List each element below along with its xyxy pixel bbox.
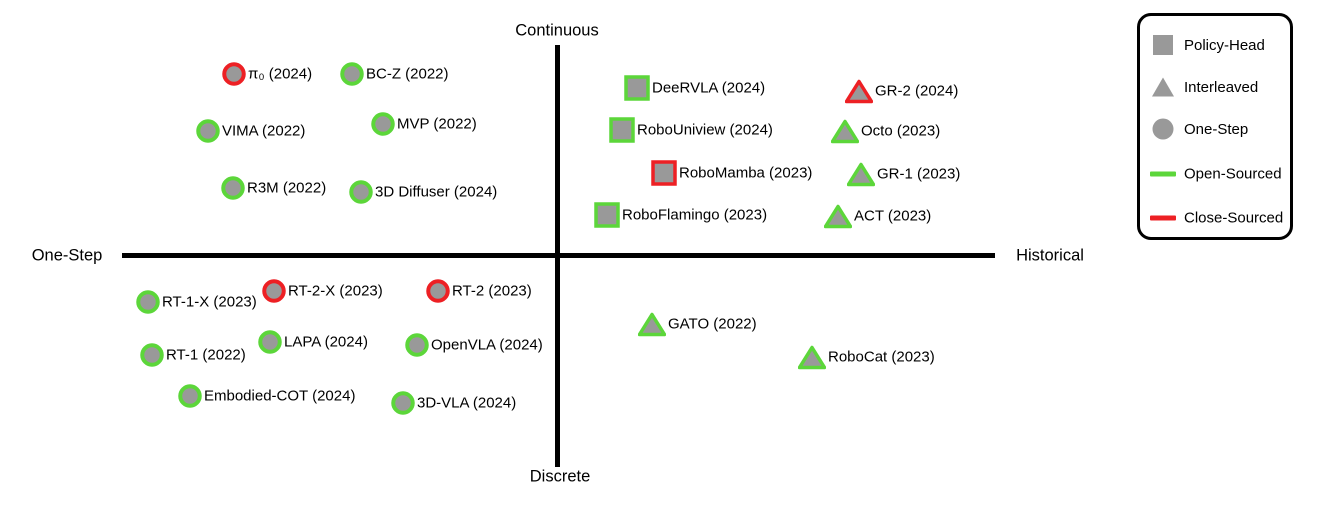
data-point-label: Embodied-COT (2024) — [204, 387, 356, 405]
legend-label-close-sourced: Close-Sourced — [1184, 209, 1284, 227]
circle-marker-icon — [391, 391, 415, 415]
circle-marker-icon — [349, 180, 373, 204]
legend-label-interleaved: Interleaved — [1184, 78, 1259, 96]
data-point-label: π₀ (2024) — [248, 65, 313, 83]
square-marker-icon — [651, 160, 677, 186]
interleaved-triangle-icon — [1148, 77, 1178, 97]
legend-label-open-sourced: Open-Sourced — [1184, 165, 1282, 183]
legend-item-one-step: One-Step — [1148, 118, 1248, 140]
square-marker-icon — [609, 117, 635, 143]
axis-label-one-step: One-Step — [31, 246, 103, 265]
legend-item-open-sourced: Open-Sourced — [1148, 166, 1282, 183]
triangle-marker-icon — [824, 204, 852, 228]
data-point-label: GR-2 (2024) — [875, 82, 959, 100]
data-point-label: RT-1 (2022) — [166, 346, 246, 364]
triangle-marker-icon — [845, 79, 873, 103]
data-point-label: RoboFlamingo (2023) — [622, 206, 768, 224]
data-point-label: GATO (2022) — [668, 315, 757, 333]
data-point-label: GR-1 (2023) — [877, 165, 961, 183]
circle-marker-icon — [405, 333, 429, 357]
circle-marker-icon — [371, 112, 395, 136]
circle-marker-icon — [258, 330, 282, 354]
policy-head-square-icon — [1148, 34, 1178, 56]
axis-label-continuous: Continuous — [515, 21, 599, 40]
data-point-label: RoboCat (2023) — [828, 348, 935, 366]
close-sourced-swatch — [1148, 215, 1178, 221]
data-point-label: R3M (2022) — [247, 179, 327, 197]
legend-item-close-sourced: Close-Sourced — [1148, 210, 1283, 227]
circle-marker-icon — [140, 343, 164, 367]
legend-item-interleaved: Interleaved — [1148, 77, 1258, 97]
data-point-label: Octo (2023) — [861, 122, 941, 140]
data-point-label: 3D Diffuser (2024) — [375, 183, 498, 201]
data-point-label: RT-2-X (2023) — [288, 282, 383, 300]
data-point-label: RoboMamba (2023) — [679, 164, 813, 182]
legend-label-one-step: One-Step — [1184, 120, 1249, 138]
one-step-circle-icon — [1148, 118, 1178, 140]
circle-marker-icon — [222, 62, 246, 86]
legend: Policy-Head Interleaved One-Step Open-So… — [1137, 13, 1293, 240]
circle-marker-icon — [221, 176, 245, 200]
triangle-marker-icon — [798, 345, 826, 369]
data-point-label: ACT (2023) — [854, 207, 932, 225]
data-point-label: BC-Z (2022) — [366, 65, 449, 83]
data-point-label: OpenVLA (2024) — [431, 336, 543, 354]
circle-marker-icon — [426, 279, 450, 303]
legend-label-policy-head: Policy-Head — [1184, 36, 1265, 54]
square-marker-icon — [624, 75, 650, 101]
data-point-label: RT-2 (2023) — [452, 282, 532, 300]
data-point-label: VIMA (2022) — [222, 122, 306, 140]
circle-marker-icon — [340, 62, 364, 86]
triangle-marker-icon — [847, 162, 875, 186]
data-point-label: LAPA (2024) — [284, 333, 368, 351]
square-marker-icon — [594, 202, 620, 228]
data-point-label: RT-1-X (2023) — [162, 293, 257, 311]
open-sourced-swatch — [1148, 171, 1178, 177]
triangle-marker-icon — [831, 119, 859, 143]
circle-marker-icon — [196, 119, 220, 143]
data-point-label: 3D-VLA (2024) — [417, 394, 517, 412]
horizontal-axis-line — [122, 253, 995, 258]
circle-marker-icon — [178, 384, 202, 408]
circle-marker-icon — [136, 290, 160, 314]
circle-marker-icon — [262, 279, 286, 303]
legend-item-policy-head: Policy-Head — [1148, 34, 1265, 56]
triangle-marker-icon — [638, 312, 666, 336]
data-point-label: MVP (2022) — [397, 115, 477, 133]
data-point-label: DeeRVLA (2024) — [652, 79, 766, 97]
axis-label-historical: Historical — [1016, 246, 1084, 265]
axis-label-discrete: Discrete — [529, 467, 591, 486]
data-point-label: RoboUniview (2024) — [637, 121, 773, 139]
